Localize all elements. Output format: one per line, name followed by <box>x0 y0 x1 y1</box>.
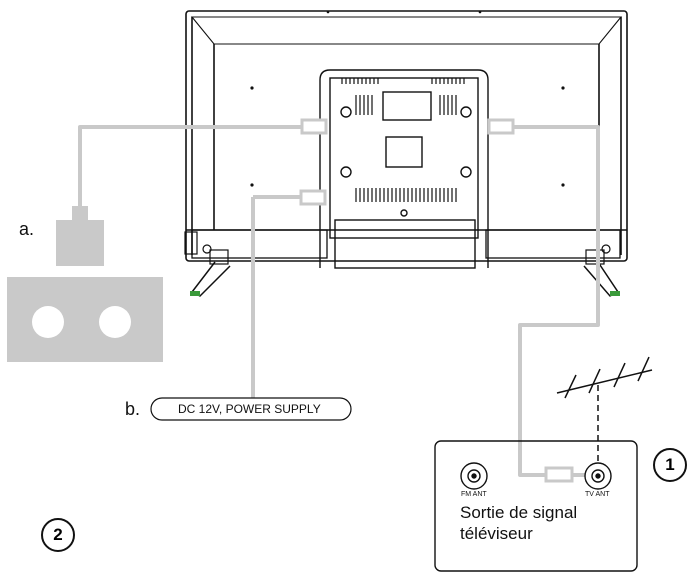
power-adapter <box>7 277 163 362</box>
cables <box>78 125 600 477</box>
tv-legs <box>190 261 620 297</box>
signal-output-label-2: téléviseur <box>460 524 533 543</box>
side-ports <box>184 231 611 265</box>
power-supply-pill <box>150 397 352 421</box>
leg-feet <box>190 291 620 296</box>
tv-back-panel <box>185 10 628 262</box>
wall-plate <box>434 440 638 572</box>
step-2-badge: 2 <box>41 518 75 552</box>
center-bracket <box>319 69 489 269</box>
power-supply-label: DC 12V, POWER SUPPLY <box>178 402 321 416</box>
cable-plugs <box>299 118 574 483</box>
tv-ant-label: TV ANT <box>585 491 610 498</box>
label-b: b. <box>125 399 141 419</box>
vent-slots <box>341 78 465 202</box>
step-1-badge: 1 <box>653 448 687 482</box>
screw-dots <box>250 10 565 187</box>
signal-output-label-1: Sortie de signal <box>460 503 578 522</box>
connector-a <box>56 206 104 266</box>
antenna-icon <box>556 356 653 462</box>
fm-ant-label: FM ANT <box>461 491 487 498</box>
label-a: a. <box>19 219 35 239</box>
